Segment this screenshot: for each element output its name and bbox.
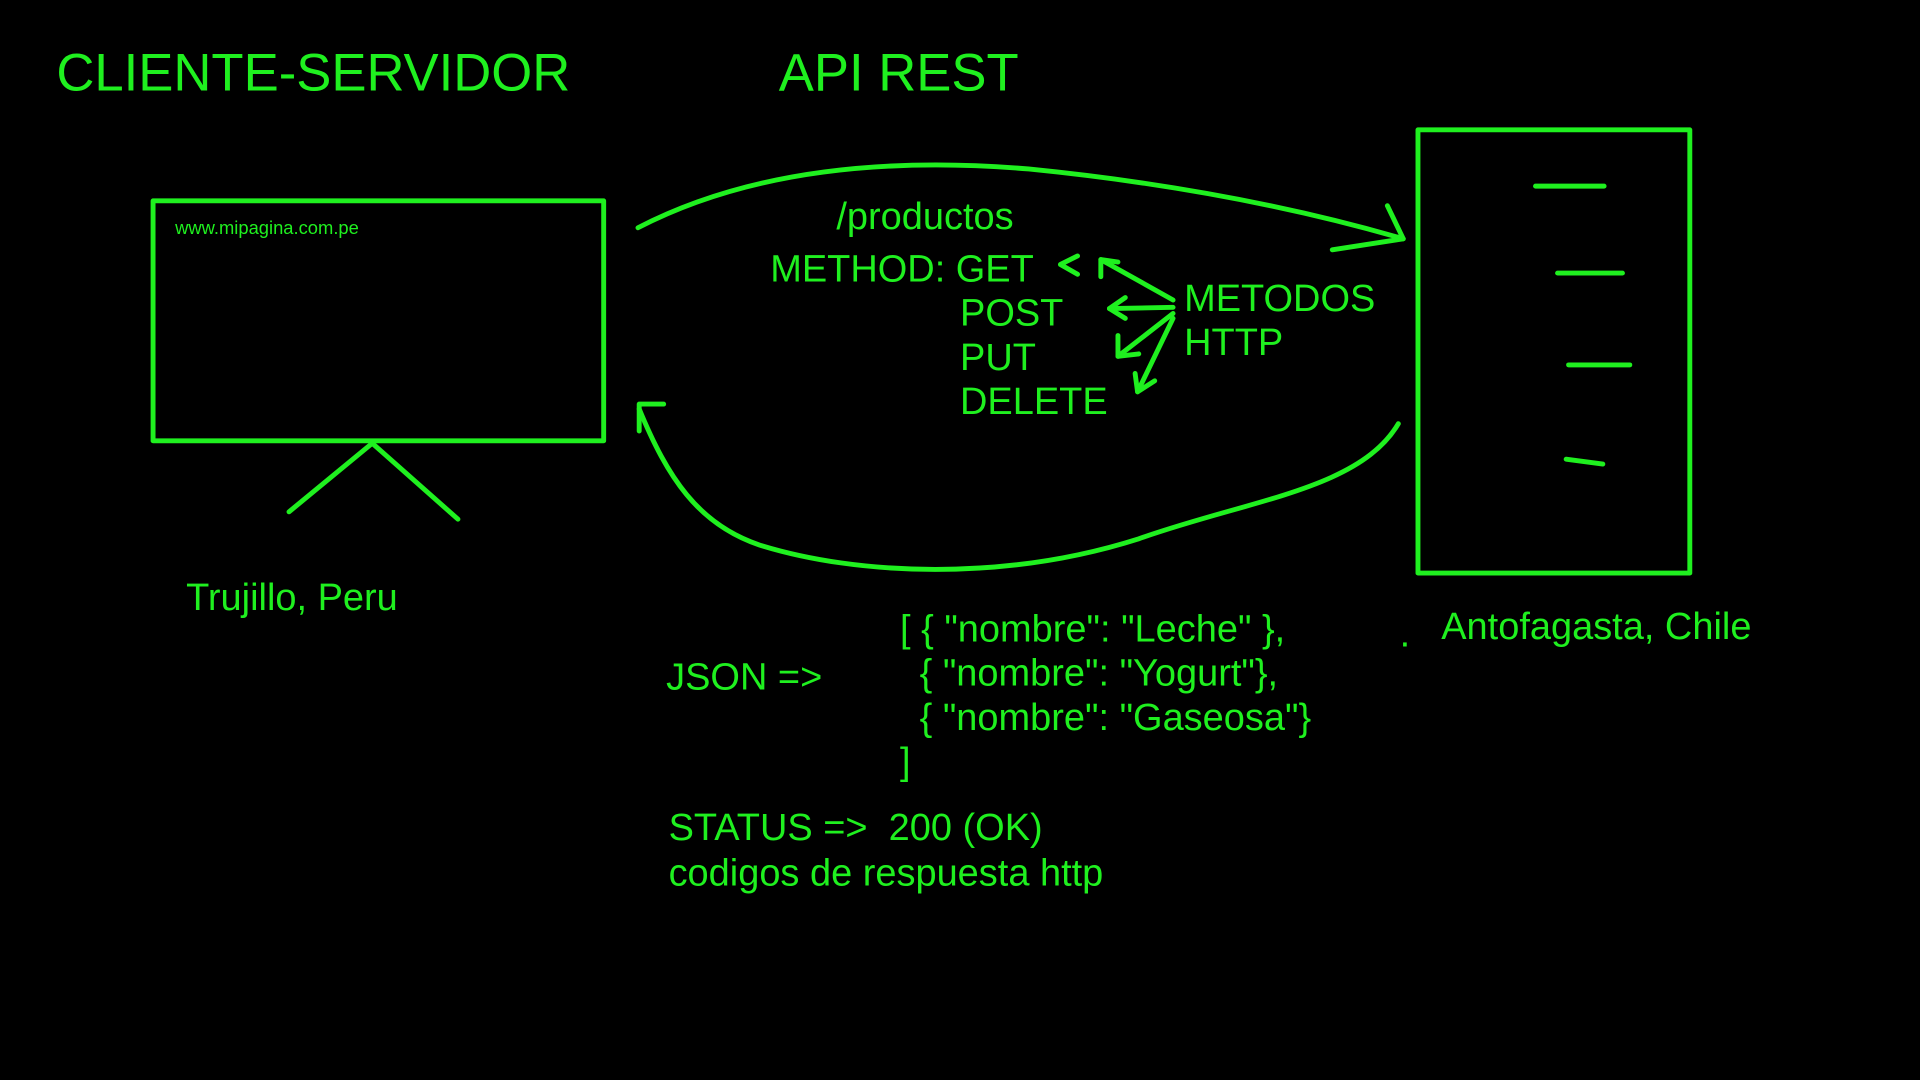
client-monitor-screen <box>150 198 607 444</box>
method-arrow-delete-head <box>1132 371 1158 395</box>
server-dot: . <box>1399 612 1411 656</box>
client-url: www.mipagina.com.pe <box>175 217 359 239</box>
response-arrow <box>636 406 1401 572</box>
title-api-rest: API REST <box>778 44 1019 103</box>
method-arrow-get-tip <box>1057 253 1081 277</box>
request-arrowhead <box>1329 203 1406 253</box>
server-slot-4 <box>1563 456 1606 467</box>
http-label: HTTP <box>1184 320 1284 364</box>
json-line-2: { "nombre": "Yogurt"}, <box>919 651 1279 695</box>
method-arrow-delete <box>1135 315 1176 395</box>
json-line-3: { "nombre": "Gaseosa"} <box>919 695 1312 739</box>
method-arrow-post-head <box>1106 295 1128 321</box>
endpoint-label: /productos <box>836 194 1014 238</box>
json-label: JSON => <box>666 655 823 698</box>
request-arrow <box>635 162 1406 242</box>
method-delete-label: DELETE <box>960 379 1108 423</box>
method-arrow-put-head <box>1115 333 1142 359</box>
server-tower <box>1415 127 1693 576</box>
status-note: codigos de respuesta http <box>668 851 1104 894</box>
response-arrowhead <box>636 401 667 434</box>
client-location: Trujillo, Peru <box>186 575 398 619</box>
method-put-label: PUT <box>960 335 1036 379</box>
method-arrow-get-head <box>1098 257 1121 280</box>
method-arrow-get <box>1098 257 1176 303</box>
json-line-1: [ { "nombre": "Leche" }, <box>900 607 1286 651</box>
title-cliente-servidor: CLIENTE-SERVIDOR <box>56 44 571 103</box>
json-line-4: ] <box>900 739 911 783</box>
method-arrow-post <box>1106 304 1176 312</box>
metodos-label: METODOS <box>1184 276 1376 320</box>
method-arrow-put <box>1115 311 1176 359</box>
server-location: Antofagasta, Chile <box>1441 604 1752 648</box>
status-line: STATUS => 200 (OK) <box>668 805 1043 849</box>
method-get-label: METHOD: GET <box>770 247 1034 291</box>
client-monitor-stand <box>286 440 461 522</box>
method-post-label: POST <box>960 291 1064 335</box>
